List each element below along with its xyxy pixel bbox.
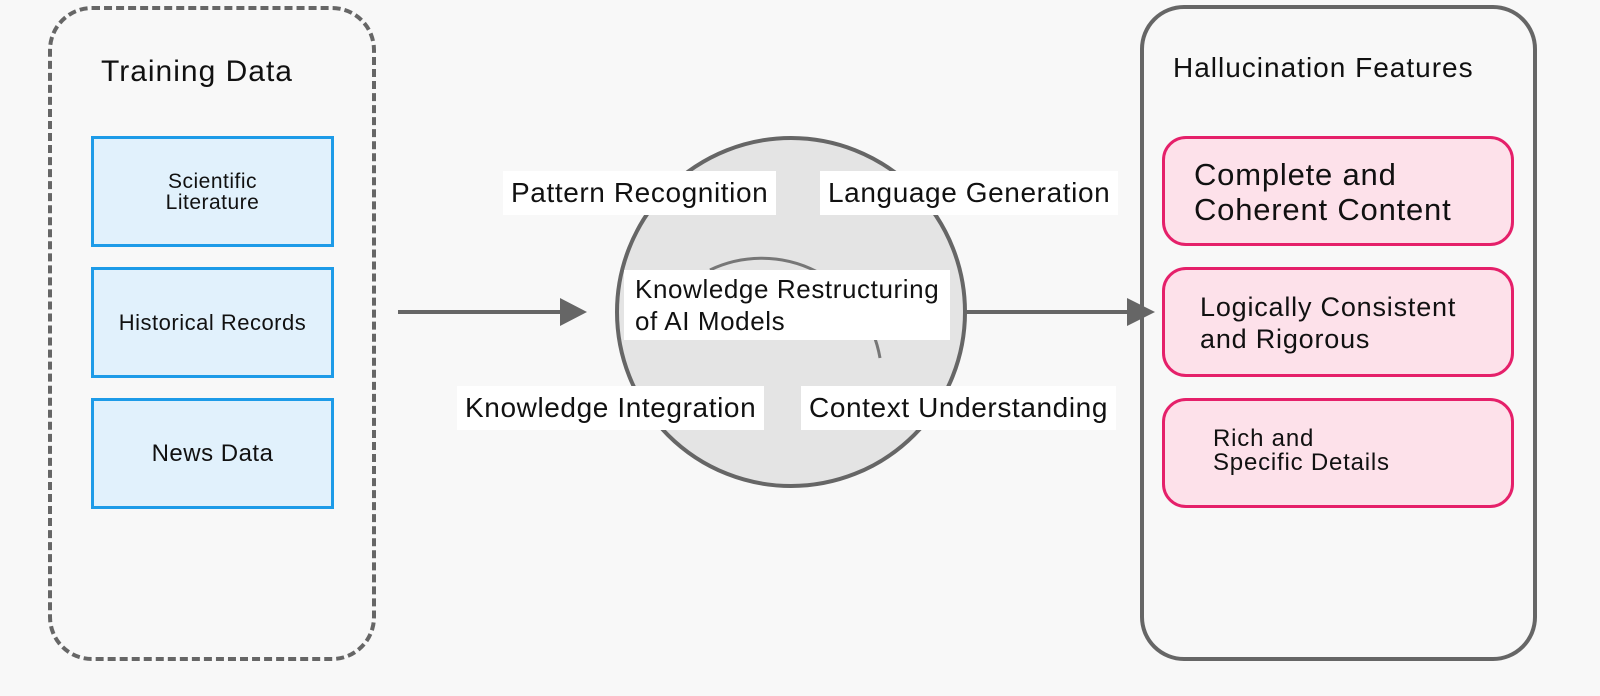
training-data-panel (48, 6, 376, 661)
source-label: News Data (151, 439, 274, 467)
training-data-title: Training Data (101, 55, 293, 88)
input-arrow-head (560, 298, 587, 326)
capability-context-understanding: Context Understanding (801, 386, 1116, 430)
capability-knowledge-integration: Knowledge Integration (457, 386, 765, 430)
source-label: Scientific Literature (165, 169, 260, 214)
source-scientific-literature: Scientific Literature (91, 136, 334, 247)
source-news-data: News Data (91, 398, 334, 509)
source-label: Historical Records (118, 309, 307, 335)
capability-language-generation: Language Generation (820, 171, 1119, 215)
feature-label: Logically Consistent and Rigorous (1200, 292, 1457, 354)
feature-label: Rich and Specific Details (1213, 425, 1390, 476)
feature-rich-specific: Rich and Specific Details (1162, 398, 1514, 508)
source-historical-records: Historical Records (91, 267, 334, 378)
hallucination-features-title: Hallucination Features (1173, 52, 1474, 83)
hallucination-features-panel (1140, 5, 1537, 661)
feature-complete-coherent: Complete and Coherent Content (1162, 136, 1514, 246)
feature-label: Complete and Coherent Content (1194, 157, 1452, 227)
model-core-label: Knowledge Restructuring of AI Models (624, 270, 951, 340)
feature-logically-consistent: Logically Consistent and Rigorous (1162, 267, 1514, 377)
capability-pattern-recognition: Pattern Recognition (503, 171, 777, 215)
